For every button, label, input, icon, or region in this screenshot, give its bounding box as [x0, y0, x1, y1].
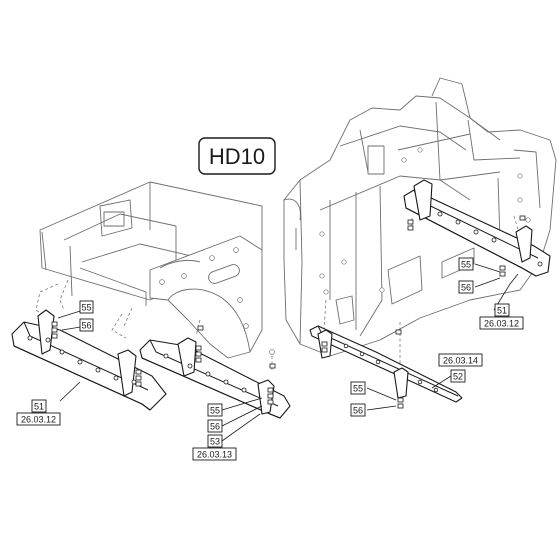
callout-left-ref: 26.03.12 — [21, 415, 56, 425]
callout-center-52: 52 — [453, 372, 463, 382]
callout-left-55: 55 — [81, 303, 91, 313]
callout-right-55: 55 — [461, 260, 471, 270]
callout-mid-ref: 26.03.13 — [197, 450, 232, 460]
chassis-outline — [39, 77, 557, 359]
callout-mid-53: 53 — [210, 437, 220, 447]
callout-right-ref: 26.03.12 — [484, 319, 519, 329]
diagram-title-text: HD10 — [209, 144, 265, 169]
left-step-bracket — [11, 309, 167, 411]
diagram-title: HD10 — [198, 137, 276, 175]
callout-center-ref: 26.03.14 — [443, 356, 478, 366]
callout-labels: 55 56 51 26.03.12 55 56 53 26.03.13 55 5… — [16, 257, 524, 461]
callout-left-56: 56 — [81, 321, 91, 331]
callout-mid-56: 56 — [210, 422, 220, 432]
leader-lines — [57, 263, 519, 442]
callout-center-55: 55 — [353, 384, 363, 394]
callout-left-51: 51 — [34, 402, 44, 412]
center-step-bracket — [309, 325, 463, 409]
callout-right-56: 56 — [461, 283, 471, 293]
middle-step-bracket — [139, 325, 291, 419]
right-step-bracket — [403, 179, 551, 277]
callout-right-51: 51 — [497, 306, 507, 316]
callout-mid-55: 55 — [210, 406, 220, 416]
callout-center-56: 56 — [353, 406, 363, 416]
